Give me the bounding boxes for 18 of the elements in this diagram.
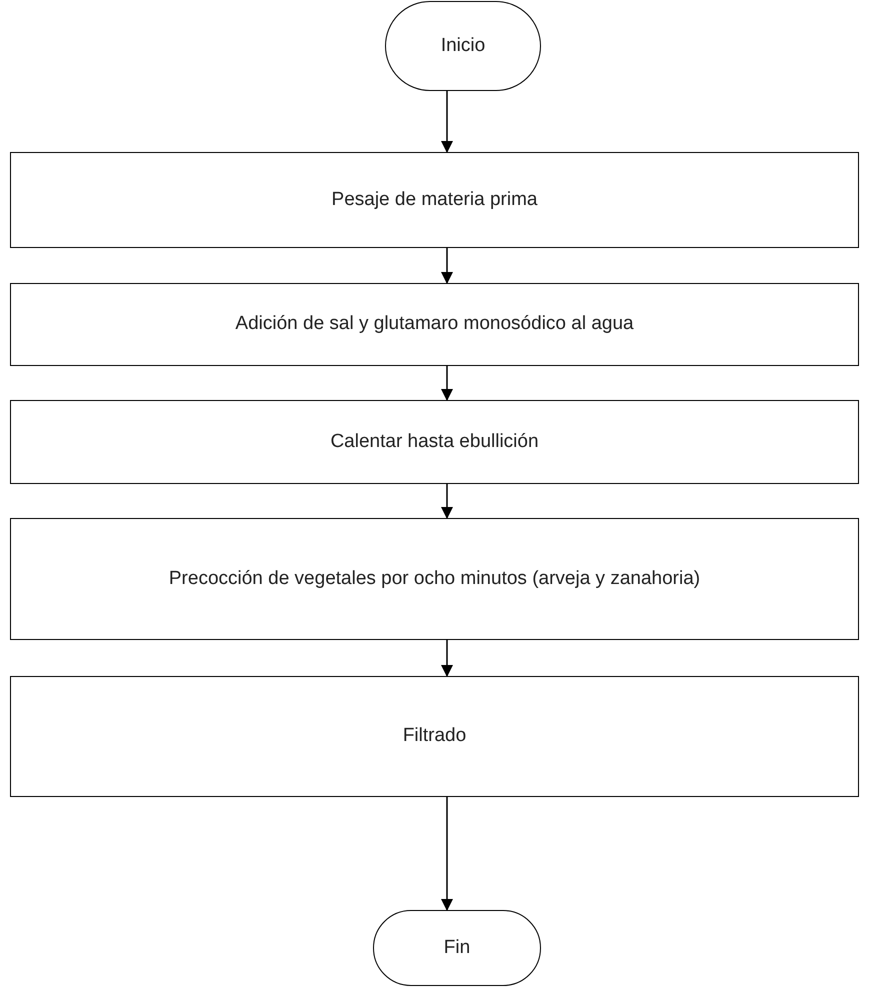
process-box [10, 283, 859, 366]
node-label: Pesaje de materia prima [332, 188, 538, 212]
process-box [10, 676, 859, 797]
arrow [441, 366, 453, 401]
node-label: Filtrado [402, 724, 466, 748]
arrow [441, 91, 453, 153]
process-box [10, 518, 859, 640]
arrow [441, 640, 453, 677]
arrow [441, 248, 453, 284]
arrow [441, 797, 453, 911]
arrow [441, 484, 453, 519]
node-label: Calentar hasta ebullición [330, 430, 539, 454]
process-box [10, 152, 859, 248]
node-label: Fin [444, 936, 470, 960]
node-label: Inicio [440, 34, 486, 58]
process-box [10, 400, 859, 484]
node-label: Adición de sal y glutamaro monosódico al agua [235, 312, 634, 336]
node-label: Precocción de vegetales por ocho minutos (arveja y zanahoria) [168, 566, 700, 591]
